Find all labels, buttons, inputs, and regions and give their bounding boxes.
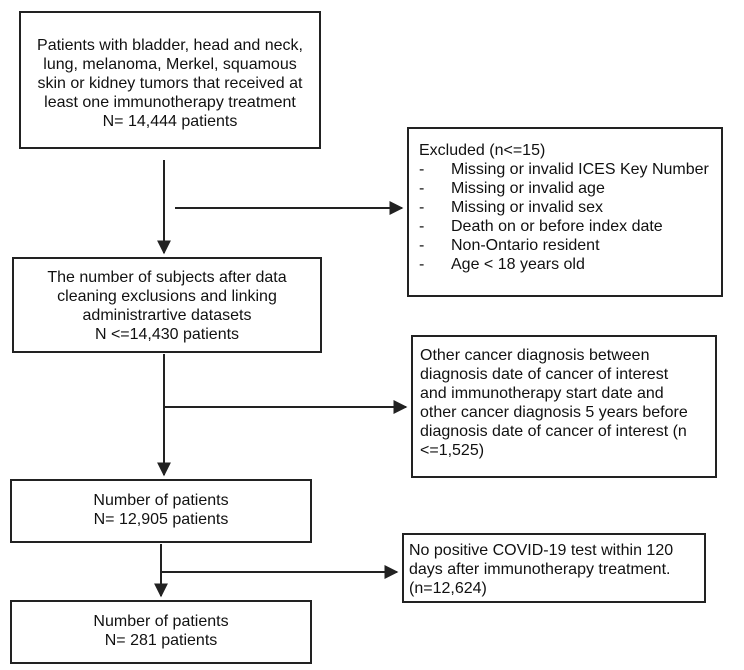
cohort-box-after-cleaning: The number of subjects after data cleani…: [12, 257, 322, 353]
exclusion-title: Excluded (n<=15): [419, 142, 546, 159]
exclusion-text-line: days after immunotherapy treatment.: [409, 561, 671, 578]
exclusion-item: -Missing or invalid ICES Key Number: [419, 161, 709, 178]
exclusion-text-line: diagnosis date of cancer of interest (n: [420, 423, 687, 440]
box-text-line: administrartive datasets: [82, 307, 252, 324]
cohort-box-final: Number of patients N= 281 patients: [10, 600, 312, 664]
exclusion-text-line: No positive COVID-19 test within 120: [409, 542, 674, 559]
cohort-box-after-cancer-exclusion: Number of patients N= 12,905 patients: [10, 479, 312, 543]
box-text-line: N= 14,444 patients: [102, 113, 238, 130]
box-text-line: skin or kidney tumors that received at: [37, 75, 303, 92]
exclusion-item: -Age < 18 years old: [419, 256, 585, 273]
box-text-line: Number of patients: [93, 613, 229, 630]
exclusion-item: -Death on or before index date: [419, 218, 663, 235]
cohort-box-initial: Patients with bladder, head and neck, lu…: [19, 11, 321, 149]
exclusion-item: -Missing or invalid age: [419, 180, 605, 197]
exclusion-box-3: No positive COVID-19 test within 120 day…: [402, 533, 706, 603]
exclusion-list: -Missing or invalid ICES Key Number -Mis…: [419, 160, 721, 274]
exclusion-item: -Non-Ontario resident: [419, 237, 600, 254]
box-text-line: The number of subjects after data: [47, 269, 287, 286]
exclusion-text-line: <=1,525): [420, 442, 485, 459]
box-text-line: N= 281 patients: [104, 632, 218, 649]
exclusion-box-2: Other cancer diagnosis between diagnosis…: [411, 335, 717, 478]
box-text-line: Number of patients: [93, 492, 229, 509]
exclusion-text-line: diagnosis date of cancer of interest: [420, 366, 669, 383]
exclusion-text-line: Other cancer diagnosis between: [420, 347, 650, 364]
exclusion-text-line: other cancer diagnosis 5 years before: [420, 404, 688, 421]
box-text-line: Patients with bladder, head and neck,: [37, 37, 303, 54]
box-text-line: lung, melanoma, Merkel, squamous: [43, 56, 297, 73]
exclusion-box-1: Excluded (n<=15) -Missing or invalid ICE…: [407, 127, 723, 297]
box-text-line: N= 12,905 patients: [93, 511, 229, 528]
box-text-line: least one immunotherapy treatment: [44, 94, 296, 111]
box-text-line: N <=14,430 patients: [94, 326, 240, 343]
exclusion-text-line: and immunotherapy start date and: [420, 385, 664, 402]
box-text-line: cleaning exclusions and linking: [57, 288, 277, 305]
exclusion-item: -Missing or invalid sex: [419, 199, 604, 216]
exclusion-text-line: (n=12,624): [409, 580, 487, 597]
